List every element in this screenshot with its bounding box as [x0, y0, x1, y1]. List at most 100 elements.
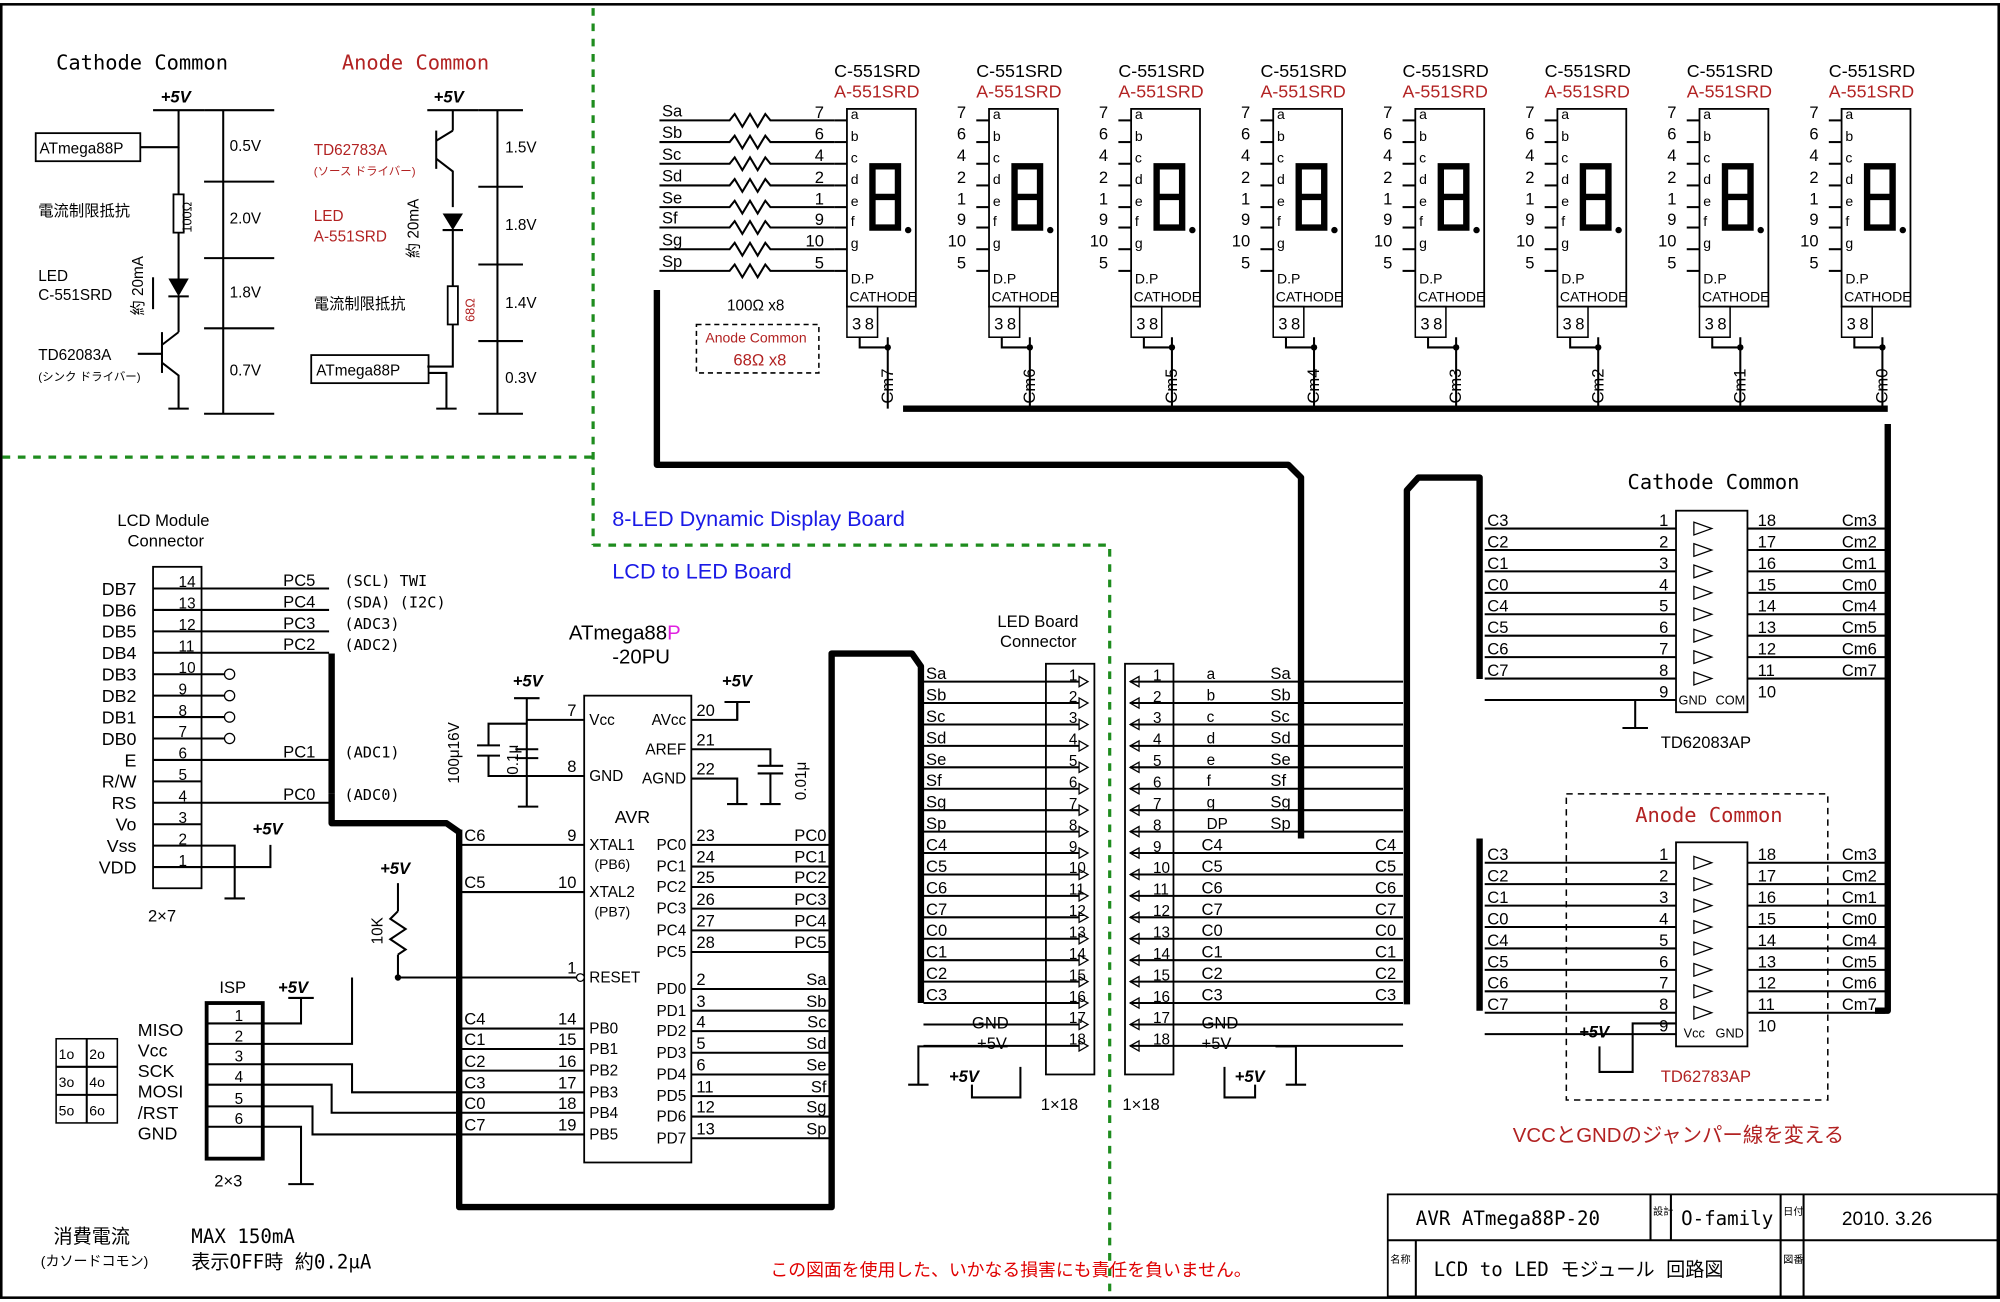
anode-inset-current: 約 20mA	[405, 198, 422, 258]
display-connector-pin: 18	[1153, 1032, 1170, 1049]
display-connector-signal: C0	[1375, 921, 1396, 940]
driver-left-pin: 2	[1659, 532, 1668, 551]
wire	[427, 324, 454, 368]
isp-pinout-cell: 5o	[59, 1102, 75, 1118]
lcd-connector-body	[152, 565, 203, 890]
wire	[1598, 1022, 1677, 1073]
led-connector-pin: 4	[1069, 732, 1078, 749]
mcu-pin-number: 13	[696, 1119, 714, 1138]
buffer-symbol	[1693, 876, 1714, 892]
buffer-symbol	[1693, 984, 1714, 999]
display-seg-pin: 4	[1525, 146, 1534, 165]
display-bottom-pin: 3	[1278, 315, 1287, 334]
driver-left-net: C5	[1487, 618, 1508, 637]
mcu-pin-net: PC1	[794, 848, 826, 867]
segment-resistor	[659, 240, 835, 258]
display-connector-pin: 2	[1153, 689, 1162, 706]
mcu-pin-name: PC3	[656, 901, 686, 918]
display-bottom-pin: 8	[1859, 315, 1868, 334]
anode-inset-led-part: A-551SRD	[314, 229, 387, 246]
wire	[487, 722, 527, 746]
isp-pin: 3	[235, 1049, 244, 1066]
display-dp-label: D.P	[1845, 271, 1868, 287]
mcu-pin-net: C4	[464, 1010, 485, 1029]
display-connector-pin: 1	[1153, 667, 1162, 684]
pin-arrow	[1128, 1018, 1140, 1031]
mcu-pin-number: 21	[696, 730, 714, 749]
segment-input-label: Sp	[662, 252, 682, 271]
resistor-symbol	[388, 910, 408, 956]
display-seg-letter: g	[1277, 235, 1285, 251]
led-connector-gnd: GND	[972, 1014, 1009, 1033]
reset-inversion	[575, 973, 585, 982]
isp-body	[204, 1001, 265, 1161]
isp-pinout-cell: 1o	[59, 1046, 75, 1062]
display-seg-pin: 9	[957, 210, 966, 229]
led-connector-pin: 3	[1069, 710, 1078, 727]
display-seg-letter: f	[1135, 213, 1139, 229]
mcu-pin-net: C6	[464, 826, 485, 845]
separator-board	[593, 543, 1112, 1294]
driver-left-net: C6	[1487, 974, 1508, 993]
lcd-signal: DB7	[102, 579, 137, 599]
lcd-connector-title-1: LCD Module	[117, 511, 209, 530]
display-seg-pin: 7	[1525, 103, 1534, 122]
mcu-pin-name: PB4	[589, 1105, 618, 1122]
mcu-name: ATmega88P	[569, 623, 681, 645]
display-seg-pin: 9	[815, 210, 824, 229]
driver-left-pin: 2	[1659, 867, 1668, 886]
display-connector-pin: 3	[1153, 710, 1162, 727]
display-seg-pin: 1	[815, 190, 824, 209]
lcd-net-note: (ADC2)	[344, 636, 399, 654]
display-connector-net: C4	[1202, 835, 1223, 854]
transistor	[435, 129, 454, 142]
mcu-pin-name: XTAL1	[589, 837, 635, 854]
led-connector-signal: Sg	[926, 793, 946, 812]
display-seg-letter: f	[1561, 213, 1565, 229]
lcd-net-note: (ADC3)	[344, 615, 399, 633]
common-pin-box	[1130, 305, 1163, 338]
display-seg-pin: 1	[1667, 190, 1676, 209]
driver-right-net: Cm7	[1842, 661, 1877, 680]
pin-arrow	[1078, 675, 1090, 688]
segment-bus	[653, 290, 1305, 839]
display-seg-letter: a	[1277, 106, 1285, 122]
cathode-inset-driver: TD62083A	[38, 347, 112, 364]
display-seg-letter: e	[1419, 193, 1427, 209]
mcu-pin-name: PD4	[656, 1067, 686, 1084]
led-connector-pin: 11	[1069, 882, 1085, 899]
display-seg-pin: 2	[815, 168, 824, 187]
buffer-symbol	[1693, 855, 1714, 871]
display-connector-vcc: +5V	[1235, 1067, 1267, 1086]
anode-resistor-note-title: Anode Common	[705, 329, 806, 345]
display-common-net: Cm6	[1020, 369, 1039, 404]
driver-left-net: C0	[1487, 909, 1508, 928]
buffer-symbol	[1693, 628, 1714, 643]
driver-left-net: C0	[1487, 575, 1508, 594]
driver-left-net: C3	[1487, 845, 1508, 864]
display-connector-body	[1124, 662, 1175, 1076]
led-board-label: 8-LED Dynamic Display Board	[612, 506, 905, 531]
mcu-pin-name: RESET	[589, 970, 640, 987]
junction	[1595, 344, 1602, 351]
driver-right-net: Cm3	[1842, 511, 1877, 530]
display-bottom-pin: 8	[1291, 315, 1300, 334]
seven-segment-glyph	[1721, 163, 1754, 231]
driver-left-pin: 6	[1659, 952, 1668, 971]
anode-resistor-note-box	[695, 323, 820, 374]
mcu-pin-number: 23	[696, 826, 714, 845]
pin-arrow	[1078, 739, 1090, 753]
driver-right-pin: 13	[1758, 618, 1776, 637]
pin-arrow	[1078, 889, 1090, 903]
isp-signal: MOSI	[138, 1081, 184, 1101]
display-seg-pin: 6	[1525, 125, 1534, 144]
display-part-cathode: C-551SRD	[1687, 61, 1773, 81]
display-connector-signal: C7	[1375, 900, 1396, 919]
junction	[1737, 344, 1744, 351]
mcu-core: AVR	[615, 807, 650, 827]
